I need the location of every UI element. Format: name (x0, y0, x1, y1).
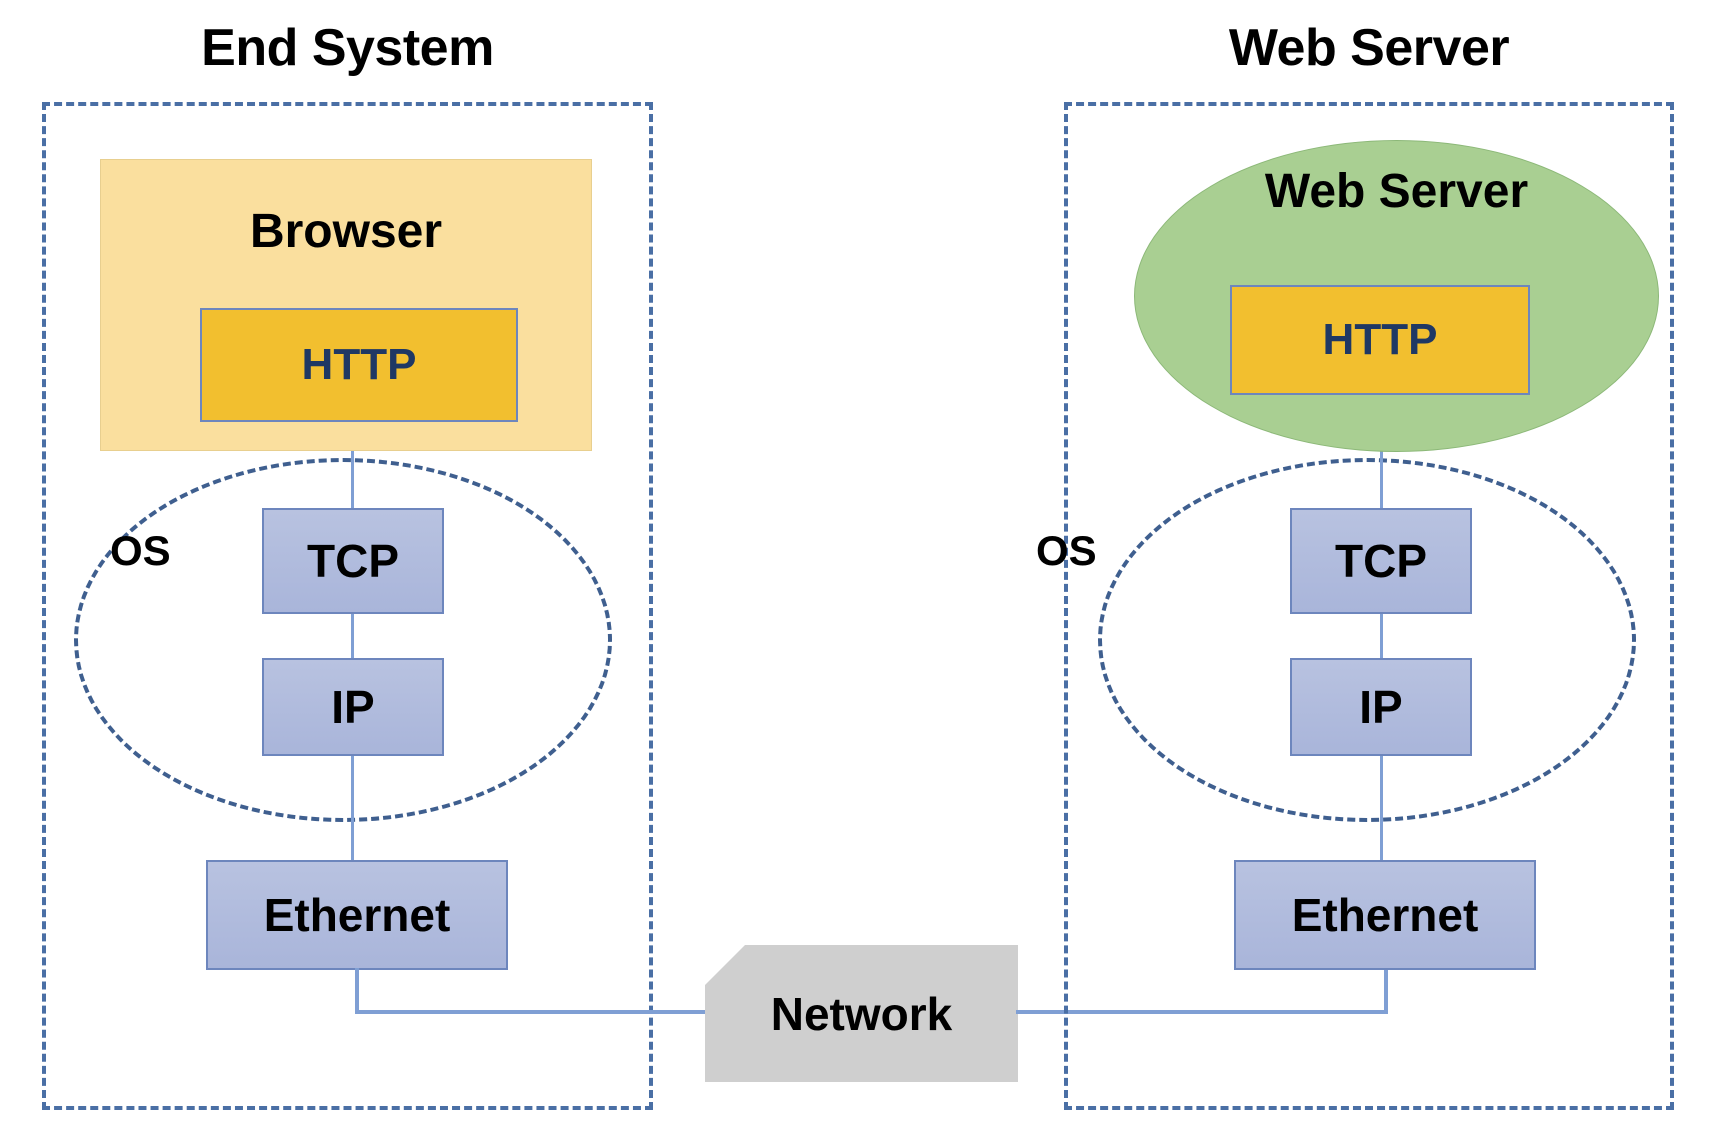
left-ip-ethernet-connector (351, 754, 354, 862)
left-http-label: HTTP (301, 340, 417, 389)
right-ethernet-label: Ethernet (1291, 889, 1479, 941)
web-server-boundary (1064, 102, 1674, 1110)
right-tcp-ip-connector (1380, 612, 1383, 660)
browser-label: Browser (249, 205, 443, 258)
left-tcp-box[interactable]: TCP (262, 508, 444, 614)
end-system-boundary (42, 102, 653, 1110)
left-ip-label: IP (331, 681, 375, 733)
end-system-title: End System (201, 19, 494, 77)
left-tcp-ip-connector (351, 612, 354, 660)
right-http-box[interactable]: HTTP (1230, 285, 1530, 395)
web-server-title: Web Server (1228, 19, 1510, 77)
left-ethernet-box[interactable]: Ethernet (206, 860, 508, 970)
right-ethernet-drop-connector (1384, 968, 1388, 1014)
right-os-boundary (1098, 458, 1636, 822)
left-http-box[interactable]: HTTP (200, 308, 518, 422)
right-ip-label: IP (1359, 681, 1403, 733)
right-ethernet-box[interactable]: Ethernet (1234, 860, 1536, 970)
right-ip-box[interactable]: IP (1290, 658, 1472, 756)
network-shape[interactable]: Network (705, 945, 1018, 1082)
right-tcp-label: TCP (1335, 535, 1427, 587)
left-ethernet-network-connector (355, 1010, 708, 1014)
left-ethernet-drop-connector (355, 968, 359, 1014)
right-os-label: OS (1036, 527, 1097, 574)
right-tcp-box[interactable]: TCP (1290, 508, 1472, 614)
left-os-label: OS (110, 527, 171, 574)
network-label: Network (770, 987, 953, 1040)
right-ip-ethernet-connector (1380, 754, 1383, 862)
left-tcp-label: TCP (307, 535, 399, 587)
right-http-label: HTTP (1322, 315, 1438, 364)
right-network-ethernet-connector (1016, 1010, 1388, 1014)
left-ethernet-label: Ethernet (263, 889, 451, 941)
web-server-app-label: Web Server (1264, 165, 1529, 218)
left-ip-box[interactable]: IP (262, 658, 444, 756)
left-os-boundary (74, 458, 612, 822)
left-http-tcp-connector (351, 418, 354, 510)
